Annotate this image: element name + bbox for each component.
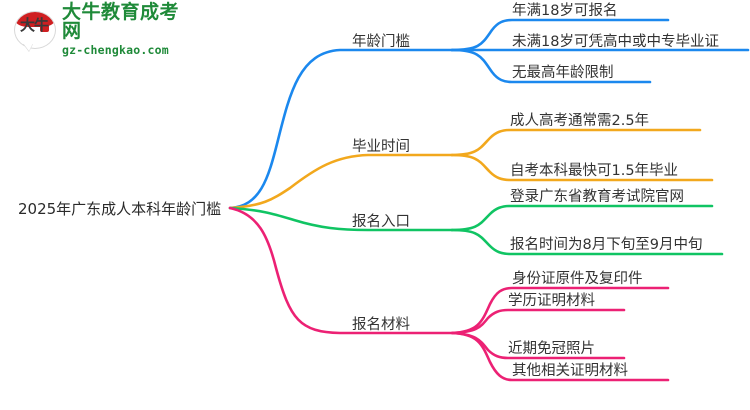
branch-label-entrance[interactable]: 报名入口 <box>352 214 410 230</box>
leaf-label-materials-2[interactable]: 学历证明材料 <box>508 293 595 309</box>
leaf-label-age-3[interactable]: 无最高年龄限制 <box>512 65 614 81</box>
brand-logo-icon: 大牛 <box>12 8 56 52</box>
leaf-label-age-2[interactable]: 未满18岁可凭高中或中专毕业证 <box>512 34 719 50</box>
logo-bubble-shape <box>14 11 56 49</box>
logo-dot-icon <box>40 23 49 32</box>
site-watermark: 大牛 大牛教育成考网 gz-chengkao.com <box>12 3 198 57</box>
brand-text-block: 大牛教育成考网 gz-chengkao.com <box>62 3 198 57</box>
leaf-label-graduation-1[interactable]: 成人高考通常需2.5年 <box>510 113 650 129</box>
root-node-label[interactable]: 2025年广东成人本科年龄门槛 <box>18 200 222 218</box>
leaf-label-entrance-1[interactable]: 登录广东省教育考试院官网 <box>510 189 684 205</box>
branch-label-materials[interactable]: 报名材料 <box>352 317 410 333</box>
branch-label-graduation[interactable]: 毕业时间 <box>352 139 410 155</box>
leaf-label-materials-3[interactable]: 近期免冠照片 <box>508 341 595 357</box>
leaf-label-graduation-2[interactable]: 自考本科最快可1.5年毕业 <box>510 163 679 179</box>
branch-connector-age <box>228 18 750 210</box>
brand-url: gz-chengkao.com <box>62 43 169 58</box>
branch-connector-entrance <box>228 204 724 256</box>
logo-bubble-tail <box>23 43 33 51</box>
leaf-label-entrance-2[interactable]: 报名时间为8月下旬至9月中旬 <box>510 237 703 253</box>
leaf-label-age-1[interactable]: 年满18岁可报名 <box>512 3 618 19</box>
leaf-label-materials-4[interactable]: 其他相关证明材料 <box>512 363 628 379</box>
branch-connector-materials <box>228 206 670 382</box>
logo-glyph-text: 大牛 <box>19 16 49 34</box>
leaf-label-materials-1[interactable]: 身份证原件及复印件 <box>512 271 643 287</box>
branch-label-age[interactable]: 年龄门槛 <box>352 34 410 50</box>
brand-name: 大牛教育成考网 <box>62 1 180 43</box>
branch-connector-graduation <box>228 128 714 210</box>
